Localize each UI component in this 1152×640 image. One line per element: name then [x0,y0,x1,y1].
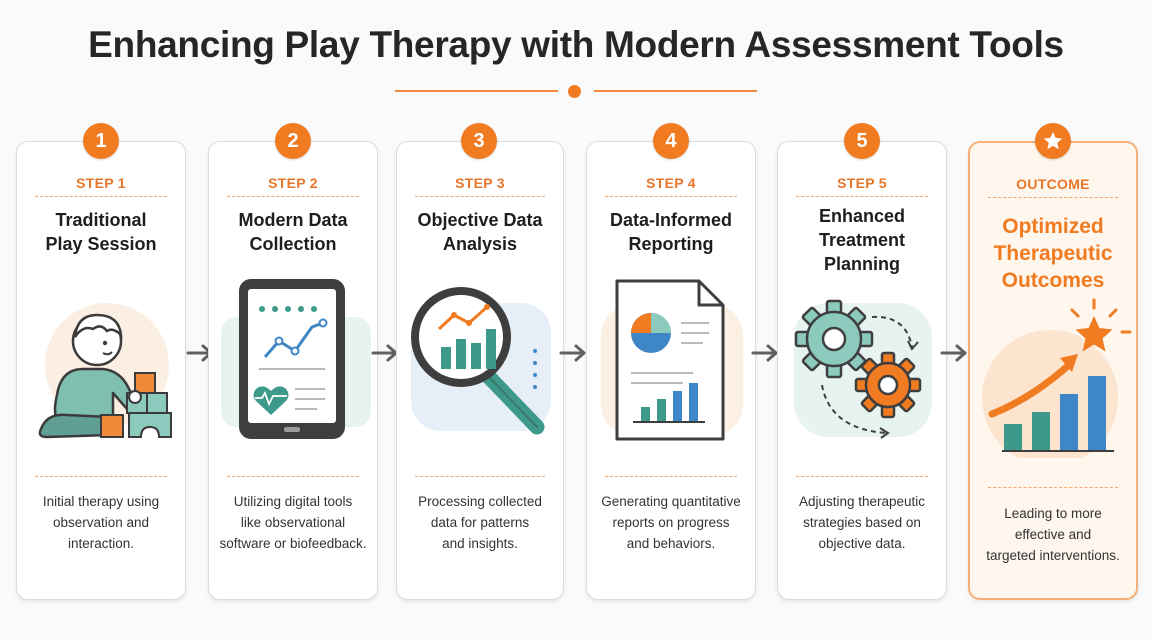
step-description: Generating quantitative reports on progr… [601,494,741,551]
step-title: Modern Data Collection [238,210,348,254]
step-description: Adjusting therapeutic strategies based o… [798,494,926,551]
arrow-right-icon [940,344,967,362]
magnifier-chart-icon [397,277,565,462]
title-divider [395,82,757,100]
step-title: Traditional Play Session [45,210,157,254]
step-description: Processing collected data for patterns a… [418,494,542,551]
outcome-card: OUTCOME Optimized Therapeutic Outcomes L… [968,141,1138,600]
tablet-chart-heart-icon [209,277,379,462]
step-card-3: STEP 3 Objective Data Analysis Processin… [396,141,564,600]
step-card-5: STEP 5 Enhanced Treatment Planning [777,141,947,600]
arrow-right-icon [751,344,778,362]
step-card-1: STEP 1 Traditional Play Session Initial … [16,141,186,600]
page-title: Enhancing Play Therapy with Modern Asses… [88,24,1064,65]
step-card-2: STEP 2 Modern Data Collection Utilizing … [208,141,378,600]
step-badge-5: 5 [844,123,880,159]
step-badge-3: 3 [461,123,497,159]
step-label: STEP 5 [837,175,887,191]
growth-star-icon [970,278,1140,466]
outcome-description: Leading to more effective and targeted i… [986,506,1120,563]
step-badge-4: 4 [653,123,689,159]
step-label: STEP 4 [646,175,696,191]
arrow-right-icon [559,344,586,362]
step-label: STEP 1 [76,175,126,191]
report-document-icon [587,277,757,462]
step-description: Utilizing digital tools like observation… [219,494,367,551]
star-icon [1043,131,1063,150]
step-title: Enhanced Treatment Planning [818,206,906,274]
step-card-4: STEP 4 Data-Informed Reporting Generatin… [586,141,756,600]
step-label: STEP 3 [455,175,505,191]
step-badge-2: 2 [275,123,311,159]
outcome-title: Optimized Therapeutic Outcomes [993,215,1113,292]
step-badge-1: 1 [83,123,119,159]
step-label: STEP 2 [268,175,318,191]
gears-icon [778,277,948,462]
step-title: Data-Informed Reporting [609,210,732,254]
outcome-badge [1035,123,1071,159]
outcome-label: OUTCOME [1016,176,1090,192]
child-playing-blocks-icon [17,277,187,462]
step-title: Objective Data Analysis [417,210,543,254]
step-description: Initial therapy using observation and in… [42,494,160,551]
